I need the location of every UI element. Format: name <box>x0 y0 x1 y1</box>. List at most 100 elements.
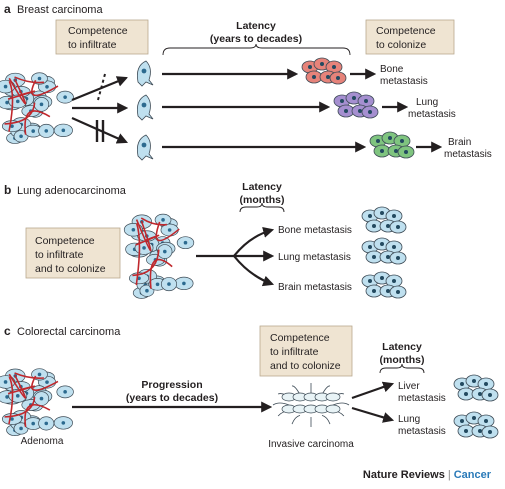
lung-colony-nucleus <box>340 99 344 103</box>
lung-colony-nucleus <box>344 109 348 113</box>
invasive-cell-protrusion <box>272 402 290 406</box>
bone-colony-nucleus <box>372 224 376 228</box>
lung-tumor-vessel <box>155 221 180 242</box>
adenoma-nucleus <box>10 417 14 421</box>
brain-colony-nucleus <box>404 150 408 154</box>
panel-c-liver-label-2: metastasis <box>398 393 446 404</box>
adenoma-vessel <box>8 376 14 425</box>
panel-a-barrier <box>97 73 106 101</box>
panel-a-latency-brace <box>162 43 351 56</box>
lung-primary-tumor <box>123 213 195 299</box>
panel-c-metastatic-colonies <box>453 374 499 439</box>
panel-c-liver-label-1: Liver <box>398 381 420 392</box>
disseminated-cell <box>136 60 154 87</box>
invasive-cell-protrusion <box>332 402 350 406</box>
breast-primary-tumor <box>0 72 74 144</box>
lung-tumor-vessel <box>140 217 168 226</box>
breast-tumor-nucleus <box>31 129 36 133</box>
bone-colony-nucleus <box>380 211 384 215</box>
disseminated-cell-nucleus <box>141 68 147 74</box>
panel-b-brain-label: Brain metastasis <box>278 282 352 293</box>
liver-colony-nucleus <box>478 392 482 396</box>
lung-colony-nucleus <box>488 430 492 434</box>
lung-tumor-nucleus <box>167 228 172 232</box>
brain-colony-nucleus <box>388 136 392 140</box>
adenoma-nucleus <box>19 426 23 431</box>
adenoma-nucleus <box>45 380 49 384</box>
panel-c-competence-box <box>259 325 353 377</box>
breast-tumor-nucleus <box>37 76 42 81</box>
lung-tumor-nucleus <box>161 218 165 222</box>
brain-colony-nucleus <box>394 149 398 153</box>
panel-b-latency-sub: (months) <box>240 194 285 206</box>
lung-colony-nucleus <box>368 110 372 114</box>
panel-a-lung-label-1: Lung <box>416 97 438 108</box>
panel-c-latency-title: Latency <box>382 341 422 353</box>
breast-tumor-vessel <box>24 110 51 135</box>
lung-tumor-nucleus <box>183 240 188 245</box>
panel-a-latency-sub: (years to decades) <box>210 33 302 45</box>
disseminated-cell <box>136 94 154 121</box>
bone-colony-nucleus <box>386 224 390 228</box>
breast-tumor-nucleus <box>44 129 49 133</box>
panel-c-arrow-lung <box>351 406 395 423</box>
adenoma-nucleus <box>37 372 42 377</box>
adenoma-nucleus <box>39 396 44 401</box>
panel-b-bone-label: Bone metastasis <box>278 225 352 236</box>
invasive-carcinoma <box>272 383 350 427</box>
lung-tumor-vessel <box>135 219 152 252</box>
panel-a: a Breast carcinoma Competence to infiltr… <box>0 2 492 161</box>
panel-a-colonize-line2: to colonize <box>376 39 426 51</box>
panel-a-latency-title: Latency <box>236 20 276 32</box>
lung-colony-nucleus <box>358 109 362 113</box>
breast-tumor-nucleus <box>39 102 44 107</box>
invasive-cell-protrusion <box>321 415 331 425</box>
panel-c-title: Colorectal carcinoma <box>17 326 121 338</box>
panel-c-box-line3: and to colonize <box>270 360 341 372</box>
panel-b-latency-brace <box>239 202 285 213</box>
breast-tumor-nucleus <box>63 95 67 99</box>
adenoma-vessel <box>8 373 27 399</box>
panel-b-arrow-brain <box>233 255 275 287</box>
bone-colony-nucleus <box>326 75 330 79</box>
lung-tumor-nucleus <box>167 282 171 286</box>
breast-tumor-vessel <box>7 90 35 100</box>
breast-tumor-vessel <box>8 77 27 105</box>
panel-a-infiltrate-line2: to infiltrate <box>68 39 117 51</box>
panel-a-colonize-line1: Competence <box>376 25 436 37</box>
brain-colony-nucleus <box>400 139 404 143</box>
lung-tumor-nucleus <box>145 288 149 293</box>
lung-colony-nucleus <box>472 416 476 420</box>
liver-colony-nucleus <box>464 392 468 396</box>
invasive-cell <box>325 404 341 414</box>
brain-colony-nucleus <box>368 279 372 283</box>
adenoma-nucleus <box>61 421 66 425</box>
bone-colony-nucleus <box>336 76 340 80</box>
lung-tumor-nucleus <box>182 281 186 286</box>
panel-c-lung-label-1: Lung <box>398 414 420 425</box>
invasive-cell <box>325 392 341 402</box>
lung-colony-nucleus <box>484 419 488 423</box>
lung-tumor-vessel <box>135 222 141 286</box>
brain-colony-nucleus <box>372 289 376 293</box>
panel-c-lung-label-2: metastasis <box>398 426 446 437</box>
panel-b-competence-box <box>25 227 121 279</box>
breast-tumor-nucleus <box>61 128 66 133</box>
panel-c-invasive-label: Invasive carcinoma <box>268 439 354 450</box>
brain-colony-nucleus <box>392 279 396 283</box>
adenoma-vessel <box>7 385 35 395</box>
adenoma-nucleus <box>63 390 67 394</box>
panel-a-arrow-invade-1 <box>71 76 129 102</box>
panel-b-metastatic-colonies <box>361 206 407 299</box>
lung-colony-nucleus <box>372 255 376 259</box>
breast-tumor-nucleus <box>45 84 49 89</box>
adenoma-nucleus <box>44 421 49 426</box>
invasive-cell-protrusion <box>291 415 301 425</box>
lung-tumor-nucleus <box>163 249 167 254</box>
panel-a-arrow-invade-3 <box>71 116 129 144</box>
panel-c-latency-brace <box>379 363 425 374</box>
panel-b-lung-label: Lung metastasis <box>278 252 351 263</box>
lung-colony-nucleus <box>396 256 400 260</box>
brain-colony-nucleus <box>380 276 384 280</box>
liver-colony-nucleus <box>460 382 464 386</box>
